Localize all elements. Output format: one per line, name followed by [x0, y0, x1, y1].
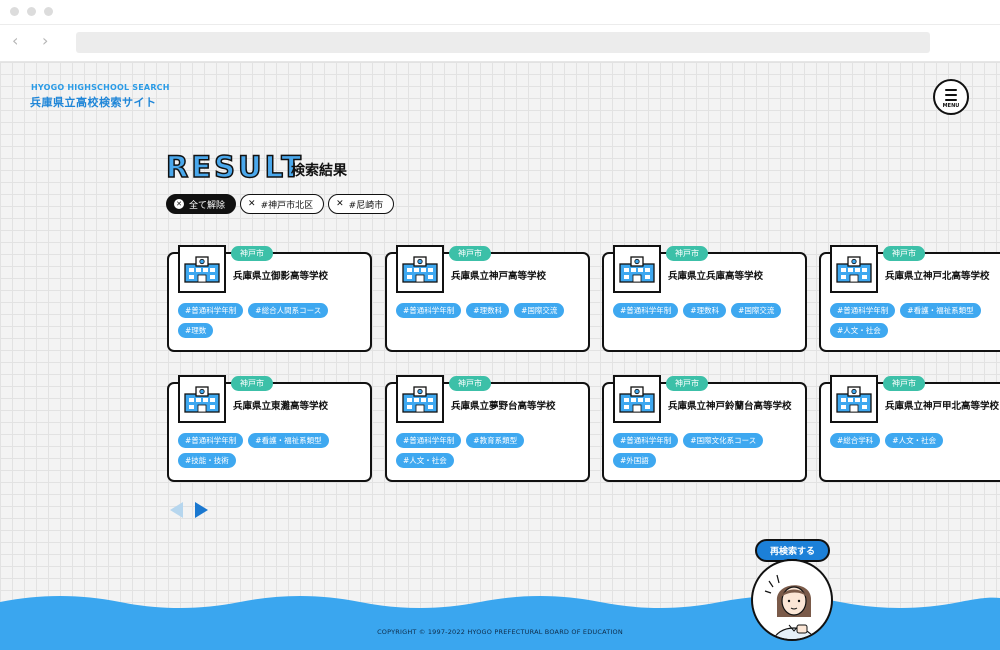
school-card[interactable]: 神戸市兵庫県立神戸甲北高等学校 #総合学科 #人文・社会 — [819, 375, 1000, 482]
tag-list: #普通科学年制 #看護・福祉系類型 #技能・技術 — [178, 433, 368, 468]
close-circle-icon: ✕ — [174, 199, 184, 209]
school-card[interactable]: 神戸市兵庫県立神戸高等学校 #普通科学年制 #理数科 #国際交流 — [385, 245, 590, 352]
address-bar[interactable] — [76, 32, 930, 53]
school-building-icon — [830, 375, 878, 423]
prev-arrow-icon[interactable] — [170, 502, 183, 518]
course-tag[interactable]: #人文・社会 — [885, 433, 944, 448]
school-name[interactable]: 兵庫県立神戸鈴蘭台高等学校 — [668, 401, 792, 412]
tab-divider — [0, 24, 1000, 25]
school-building-icon — [178, 375, 226, 423]
browser-chrome: ‹ › — [0, 0, 1000, 62]
tag-list: #普通科学年制 #国際文化系コース #外国語 — [613, 433, 803, 468]
course-tag[interactable]: #普通科学年制 — [613, 433, 679, 448]
school-name[interactable]: 兵庫県立神戸甲北高等学校 — [885, 401, 1000, 412]
back-icon[interactable]: ‹ — [12, 31, 19, 50]
school-building-icon — [613, 245, 661, 293]
school-name[interactable]: 兵庫県立神戸高等学校 — [451, 271, 547, 282]
course-tag[interactable]: #普通科学年制 — [613, 303, 679, 318]
filter-chip-label: #尼崎市 — [348, 200, 384, 211]
filter-chip[interactable]: ✕ #神戸市北区 — [240, 194, 325, 214]
course-tag[interactable]: #人文・社会 — [830, 323, 888, 338]
school-card[interactable]: 神戸市兵庫県立神戸北高等学校 #普通科学年制 #看護・福祉系類型 #人文・社会 — [819, 245, 1000, 352]
forward-icon[interactable]: › — [42, 31, 49, 50]
course-tag[interactable]: #看護・福祉系類型 — [248, 433, 329, 448]
clear-all-button[interactable]: ✕ 全て解除 — [166, 194, 237, 214]
course-tag[interactable]: #普通科学年制 — [396, 303, 462, 318]
next-arrow-icon[interactable] — [195, 502, 208, 518]
area-badge: 神戸市 — [231, 246, 273, 261]
close-icon: ✕ — [248, 199, 256, 209]
filter-chip-label: #神戸市北区 — [260, 200, 314, 211]
active-filters: ✕ 全て解除 ✕ #神戸市北区 ✕ #尼崎市 — [166, 194, 395, 214]
girl-illustration-icon — [764, 574, 815, 639]
course-tag[interactable]: #看護・福祉系類型 — [900, 303, 981, 318]
course-tag[interactable]: #総合学科 — [830, 433, 881, 448]
tag-list: #普通科学年制 #看護・福祉系類型 #人文・社会 — [830, 303, 1000, 338]
logo-japanese[interactable]: 兵庫県立高校検索サイト — [30, 96, 157, 109]
tag-list: #普通科学年制 #理数科 #国際交流 — [396, 303, 586, 318]
page-title: RESULT — [165, 149, 305, 185]
school-name[interactable]: 兵庫県立兵庫高等学校 — [668, 271, 764, 282]
clear-all-label: 全て解除 — [189, 200, 226, 211]
school-card[interactable]: 神戸市兵庫県立御影高等学校 #普通科学年制 #総合人間系コース #理数 — [167, 245, 372, 352]
course-tag[interactable]: #人文・社会 — [396, 453, 454, 468]
school-card[interactable]: 神戸市兵庫県立神戸鈴蘭台高等学校 #普通科学年制 #国際文化系コース #外国語 — [602, 375, 807, 482]
maximize-dot[interactable] — [44, 7, 53, 16]
area-badge: 神戸市 — [666, 376, 708, 391]
course-tag[interactable]: #総合人間系コース — [248, 303, 329, 318]
copyright-text: COPYRIGHT © 1997-2022 HYOGO PREFECTURAL … — [377, 628, 623, 636]
course-tag[interactable]: #理数科 — [683, 303, 727, 318]
tag-list: #普通科学年制 #理数科 #国際交流 — [613, 303, 803, 318]
menu-label: MENU — [942, 103, 960, 109]
course-tag[interactable]: #技能・技術 — [178, 453, 236, 468]
school-name[interactable]: 兵庫県立夢野台高等学校 — [451, 401, 556, 412]
area-badge: 神戸市 — [449, 376, 491, 391]
course-tag[interactable]: #理数 — [178, 323, 214, 338]
school-building-icon — [396, 375, 444, 423]
page-content: HYOGO HIGHSCHOOL SEARCH 兵庫県立高校検索サイト MENU… — [0, 62, 1000, 650]
course-tag[interactable]: #普通科学年制 — [830, 303, 896, 318]
filter-chip[interactable]: ✕ #尼崎市 — [328, 194, 395, 214]
school-building-icon — [178, 245, 226, 293]
school-card[interactable]: 神戸市兵庫県立東灘高等学校 #普通科学年制 #看護・福祉系類型 #技能・技術 — [167, 375, 372, 482]
area-badge: 神戸市 — [231, 376, 273, 391]
course-tag[interactable]: #理数科 — [466, 303, 510, 318]
avatar[interactable] — [751, 559, 833, 641]
page-subtitle: 検索結果 — [291, 163, 347, 179]
tag-list: #総合学科 #人文・社会 — [830, 433, 1000, 448]
course-tag[interactable]: #外国語 — [613, 453, 656, 468]
close-dot[interactable] — [10, 7, 19, 16]
hamburger-icon — [945, 89, 957, 104]
school-building-icon — [396, 245, 444, 293]
close-icon: ✕ — [336, 199, 344, 209]
minimize-dot[interactable] — [27, 7, 36, 16]
school-card[interactable]: 神戸市兵庫県立夢野台高等学校 #普通科学年制 #教育系類型 #人文・社会 — [385, 375, 590, 482]
tag-list: #普通科学年制 #総合人間系コース #理数 — [178, 303, 368, 338]
window-controls — [10, 7, 53, 16]
course-tag[interactable]: #国際交流 — [731, 303, 782, 318]
school-card[interactable]: 神戸市兵庫県立兵庫高等学校 #普通科学年制 #理数科 #国際交流 — [602, 245, 807, 352]
area-badge: 神戸市 — [449, 246, 491, 261]
area-badge: 神戸市 — [883, 246, 925, 261]
course-tag[interactable]: #国際文化系コース — [683, 433, 764, 448]
school-building-icon — [613, 375, 661, 423]
school-name[interactable]: 兵庫県立神戸北高等学校 — [885, 271, 990, 282]
course-tag[interactable]: #普通科学年制 — [178, 303, 244, 318]
menu-button[interactable]: MENU — [933, 79, 969, 115]
footer-wave — [0, 596, 1000, 650]
course-tag[interactable]: #普通科学年制 — [178, 433, 244, 448]
course-tag[interactable]: #教育系類型 — [466, 433, 525, 448]
course-tag[interactable]: #国際交流 — [514, 303, 565, 318]
school-name[interactable]: 兵庫県立東灘高等学校 — [233, 401, 329, 412]
course-tag[interactable]: #普通科学年制 — [396, 433, 462, 448]
area-badge: 神戸市 — [883, 376, 925, 391]
pagination — [170, 502, 208, 518]
school-building-icon — [830, 245, 878, 293]
tag-list: #普通科学年制 #教育系類型 #人文・社会 — [396, 433, 586, 468]
school-name[interactable]: 兵庫県立御影高等学校 — [233, 271, 329, 282]
logo-english[interactable]: HYOGO HIGHSCHOOL SEARCH — [31, 83, 170, 92]
area-badge: 神戸市 — [666, 246, 708, 261]
